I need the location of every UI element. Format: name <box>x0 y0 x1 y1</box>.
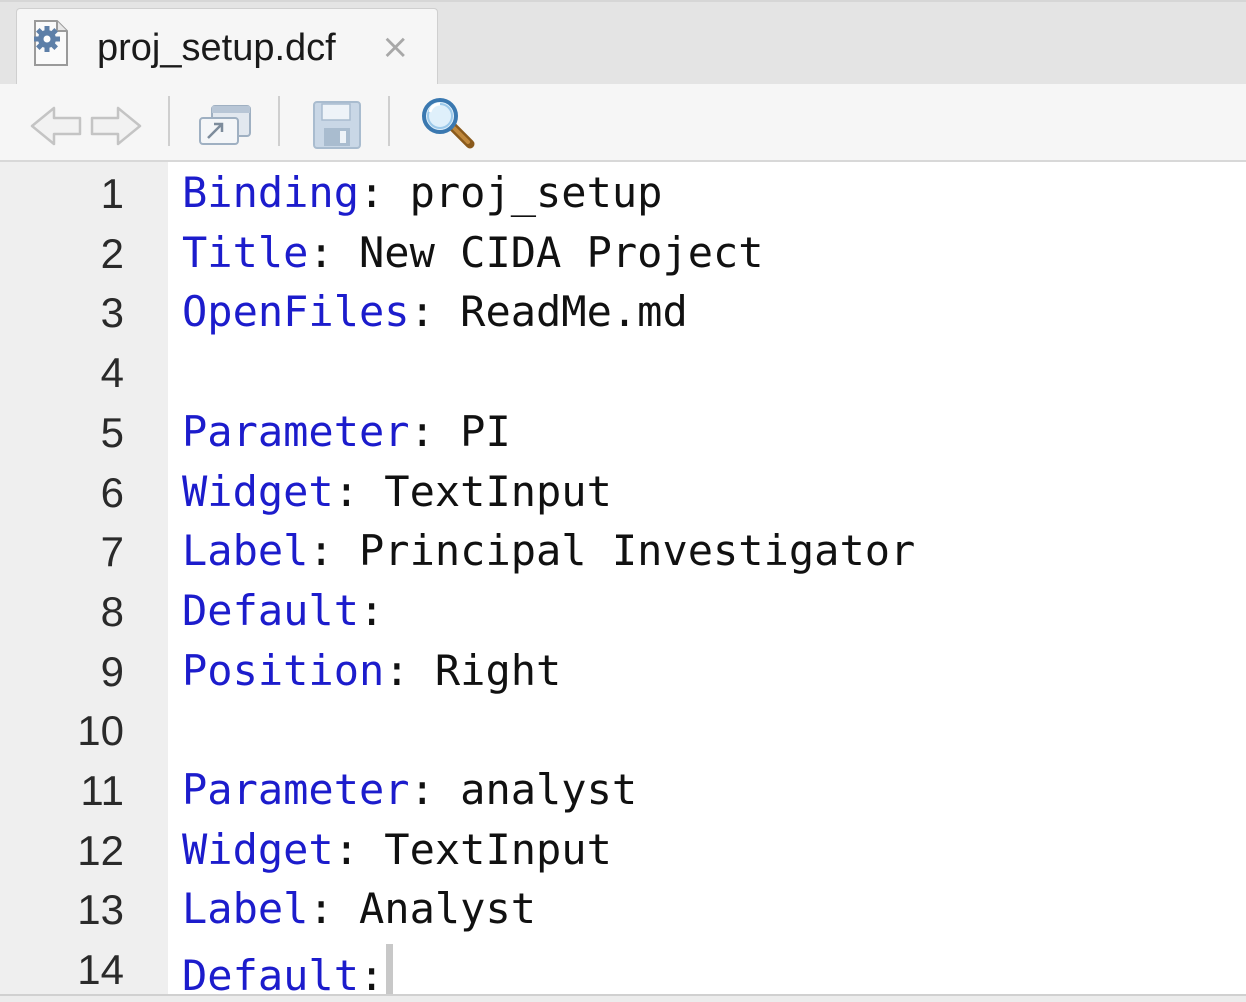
code-text: Position: Right <box>182 646 561 695</box>
editor-bottom-border <box>0 994 1246 1002</box>
tab-proj-setup[interactable]: proj_setup.dcf × <box>16 8 438 86</box>
line-number: 7 <box>100 528 124 576</box>
field-key: Widget <box>182 466 334 516</box>
field-key: Binding <box>182 168 360 217</box>
field-value: TextInput <box>384 466 612 516</box>
field-separator: : <box>409 765 461 814</box>
field-value: Analyst <box>359 884 537 934</box>
find-magnifier-icon[interactable] <box>420 96 478 157</box>
line-number: 10 <box>77 707 124 755</box>
code-line[interactable]: 11 Parameter: analyst <box>0 759 1246 819</box>
field-separator: : <box>359 951 385 1001</box>
code-text: OpenFiles: ReadMe.md <box>182 287 688 336</box>
code-line[interactable]: 12 Widget: TextInput <box>0 819 1246 879</box>
code-text: Binding: proj_setup <box>182 168 662 217</box>
line-number: 12 <box>77 826 124 874</box>
field-key: Label <box>182 526 309 576</box>
field-separator: : <box>333 466 385 516</box>
field-value: PI <box>460 406 511 456</box>
code-line[interactable]: 10 <box>0 699 1246 759</box>
close-icon[interactable]: × <box>381 27 410 67</box>
line-number: 4 <box>100 349 124 397</box>
field-key: Parameter <box>182 765 410 814</box>
text-cursor <box>386 944 394 1002</box>
code-text: Label: Principal Investigator <box>182 526 915 575</box>
field-value: TextInput <box>384 824 612 874</box>
toolbar-separator <box>388 96 390 146</box>
line-number: 14 <box>77 946 124 994</box>
code-line[interactable]: 8 Default: <box>0 580 1246 640</box>
gear-file-icon <box>31 19 71 67</box>
field-key: Title <box>182 227 309 277</box>
line-number: 13 <box>77 886 124 934</box>
field-value: ReadMe.md <box>460 287 688 337</box>
code-text: Widget: TextInput <box>182 825 612 874</box>
field-key: Default <box>182 585 360 635</box>
field-value: New CIDA Project <box>359 227 764 277</box>
field-value: analyst <box>460 765 638 814</box>
line-number: 11 <box>80 767 124 814</box>
field-value: proj_setup <box>409 168 663 217</box>
code-line[interactable]: 13 Label: Analyst <box>0 878 1246 938</box>
field-separator: : <box>409 287 461 337</box>
show-in-new-window-icon[interactable] <box>196 102 254 153</box>
line-number: 3 <box>100 289 124 337</box>
line-number-gutter <box>0 162 168 996</box>
code-line[interactable]: 1 Binding: proj_setup <box>0 162 1246 222</box>
field-key: Widget <box>182 824 334 874</box>
code-line[interactable]: 3 OpenFiles: ReadMe.md <box>0 281 1246 341</box>
code-text: Default: <box>182 586 384 635</box>
field-separator: : <box>384 645 435 695</box>
code-line[interactable]: 6 Widget: TextInput <box>0 461 1246 521</box>
field-value: Right <box>434 645 562 695</box>
field-key: OpenFiles <box>182 287 410 337</box>
editor-toolbar <box>0 84 1246 162</box>
field-value: Principal Investigator <box>359 526 916 576</box>
code-line[interactable]: 7 Label: Principal Investigator <box>0 520 1246 580</box>
field-separator: : <box>333 824 385 874</box>
field-separator: : <box>409 406 461 456</box>
code-line[interactable]: 14 Default: <box>0 938 1246 1002</box>
line-number: 8 <box>100 587 124 635</box>
code-line[interactable]: 4 <box>0 341 1246 401</box>
line-number: 9 <box>100 647 124 695</box>
line-number: 1 <box>100 170 124 217</box>
field-key: Position <box>182 645 385 695</box>
code-editor[interactable]: 1 Binding: proj_setup 2 Title: New CIDA Pro… <box>0 162 1246 1002</box>
save-icon[interactable] <box>312 100 362 155</box>
field-key: Default <box>182 951 360 1001</box>
code-line[interactable]: 2 Title: New CIDA Project <box>0 222 1246 282</box>
code-text: Widget: TextInput <box>182 467 612 516</box>
code-line[interactable]: 5 Parameter: PI <box>0 401 1246 461</box>
line-number: 2 <box>100 229 124 277</box>
tab-bar: proj_setup.dcf × <box>0 0 1246 86</box>
field-separator: : <box>308 526 360 576</box>
field-key: Parameter <box>182 406 410 456</box>
code-text: Parameter: PI <box>182 407 511 456</box>
field-separator: : <box>308 227 360 277</box>
field-separator: : <box>359 585 385 635</box>
line-number: 5 <box>100 408 124 456</box>
toolbar-separator <box>168 96 170 146</box>
code-text: Title: New CIDA Project <box>182 228 764 277</box>
forward-arrow-icon[interactable] <box>88 104 142 153</box>
tab-title: proj_setup.dcf <box>97 27 336 69</box>
code-text: Default: <box>182 944 394 1002</box>
code-text: Parameter: analyst <box>182 765 637 814</box>
field-separator: : <box>308 884 360 934</box>
field-separator: : <box>359 168 410 217</box>
code-line[interactable]: 9 Position: Right <box>0 640 1246 700</box>
toolbar-separator <box>278 96 280 146</box>
back-arrow-icon[interactable] <box>30 104 84 153</box>
code-text: Label: Analyst <box>182 884 536 933</box>
line-number: 6 <box>100 468 124 516</box>
field-key: Label <box>182 884 309 934</box>
